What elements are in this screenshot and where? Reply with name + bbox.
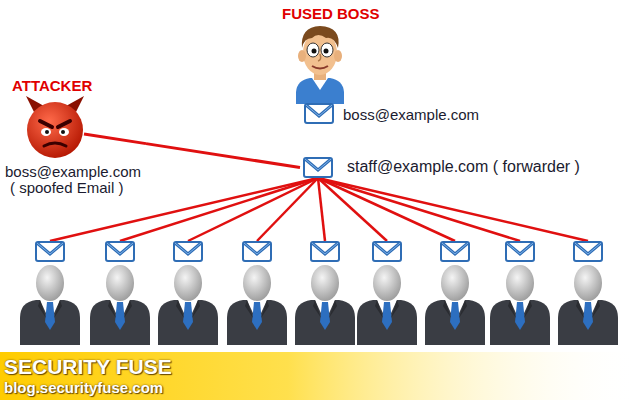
boss-figure [296,26,344,104]
node-title: ATTACKER [12,77,92,94]
forwarder-node: staff@example.com ( forwarder ) [300,154,584,181]
spoof-connector [146,144,300,168]
staff-figures [20,242,618,345]
brand-band [0,352,640,400]
forwarder-envelope [304,158,332,177]
boss-envelope [305,104,333,123]
forward-lines [50,178,588,241]
attacker-link-stub [84,134,146,144]
email-address: boss@example.com [343,106,479,123]
boss-node: FUSED BOSS boss@example.com [280,3,484,128]
brand-url: blog.securityfuse.com [4,379,163,396]
email-address: boss@example.com [5,163,141,180]
attacker-node: ATTACKER boss@example.com( spoofed Email … [3,74,146,201]
brand-name: SECURITY FUSE [4,355,172,379]
email-address: staff@example.com ( forwarder ) [347,158,580,176]
node-note: ( spoofed Email ) [10,179,123,196]
node-title: FUSED BOSS [282,5,380,22]
devil-figure [26,96,84,158]
